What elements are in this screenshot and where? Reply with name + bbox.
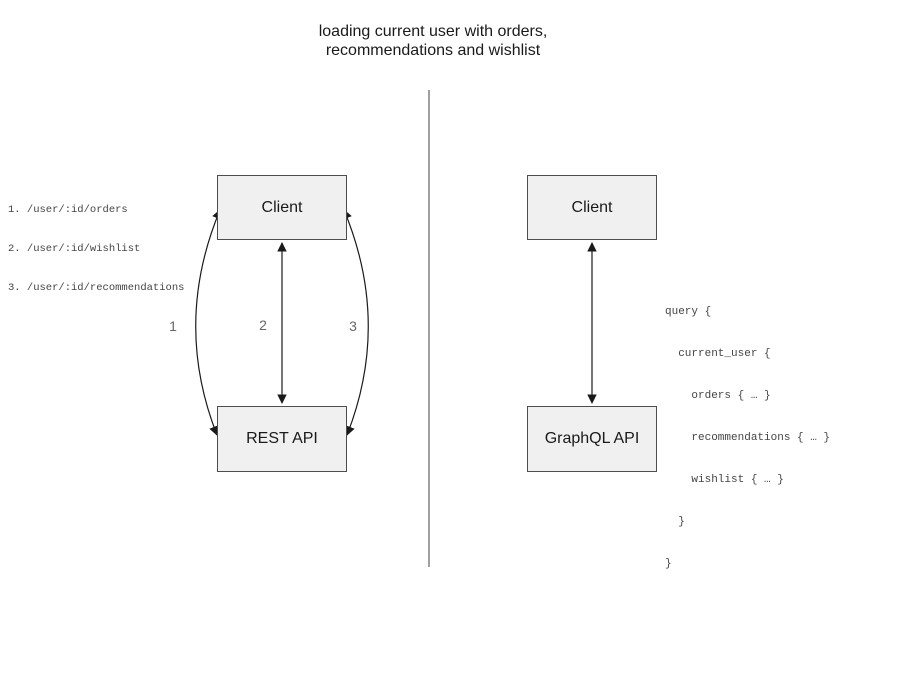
graphql-query-line: wishlist { … } xyxy=(665,474,784,486)
rest-arrow-3-label: 3 xyxy=(349,318,357,334)
diagram-title-line2: recommendations and wishlist xyxy=(325,42,541,59)
rest-arrow-1-curve xyxy=(195,209,222,436)
graphql-query-line: } xyxy=(665,558,672,570)
rest-client-box: Client xyxy=(217,175,347,240)
rest-endpoint-orders: 1. /user/:id/orders xyxy=(8,204,128,216)
rest-arrow-2-label: 2 xyxy=(259,317,267,333)
rest-client-label: Client xyxy=(261,198,303,216)
graphql-query-line: } xyxy=(665,516,685,528)
graphql-client-box: Client xyxy=(527,175,657,240)
rest-api-label: REST API xyxy=(246,430,318,447)
rest-endpoint-list: 1. /user/:id/orders 2. /user/:id/wishlis… xyxy=(8,178,184,321)
rest-arrow-3-curve xyxy=(342,209,369,436)
rest-endpoint-recommendations: 3. /user/:id/recommendations xyxy=(8,282,185,294)
graphql-query-line: orders { … } xyxy=(665,390,771,402)
graphql-query-line: query { xyxy=(665,306,712,318)
graphql-query-line: current_user { xyxy=(665,348,771,360)
diagram-title-line1: loading current user with orders, xyxy=(318,23,548,40)
graphql-api-label: GraphQL API xyxy=(544,430,640,447)
rest-endpoint-wishlist: 2. /user/:id/wishlist xyxy=(8,243,141,255)
graphql-query-block: query { current_user { orders { … } reco… xyxy=(665,277,830,599)
graphql-client-label: Client xyxy=(571,198,613,216)
diagram-title: loading current user with orders, recomm… xyxy=(0,22,866,60)
rest-api-box: REST API xyxy=(217,406,347,472)
graphql-query-line: recommendations { … } xyxy=(665,432,831,444)
rest-arrow-1-label: 1 xyxy=(169,318,177,334)
graphql-api-box: GraphQL API xyxy=(527,406,657,472)
